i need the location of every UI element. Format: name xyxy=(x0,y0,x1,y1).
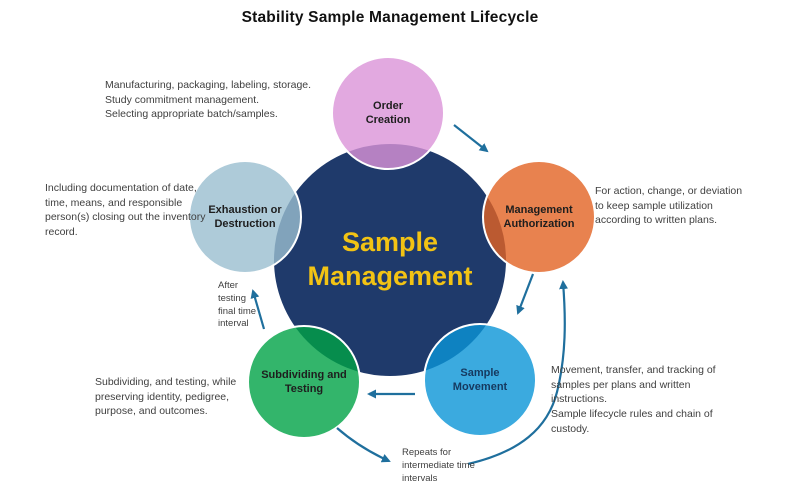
annotation-management-authorization: For action, change, or deviation to keep… xyxy=(595,185,743,227)
stage-circle-exhaustion-or-destruction: Exhaustion or Destruction xyxy=(188,160,302,274)
annotation-sample-movement: Movement, transfer, and tracking of samp… xyxy=(551,364,716,435)
flow-label-repeats: Repeats for intermediate time intervals xyxy=(402,447,475,484)
stage-label-subdividing-and-testing: Subdividing and Testing xyxy=(261,368,347,395)
diagram-title: Stability Sample Management Lifecycle xyxy=(241,9,539,26)
stage-circle-subdividing-and-testing: Subdividing and Testing xyxy=(247,325,361,439)
annotation-subdividing-testing: Subdividing, and testing, while preservi… xyxy=(95,376,237,418)
stage-label-management-authorization: Management Authorization xyxy=(503,203,575,230)
annotation-exhaustion-destruction: Including documentation of date, time, m… xyxy=(45,182,206,239)
stage-label-order-creation: Order Creation xyxy=(365,99,411,126)
flow-label-after-testing: After testing final time interval xyxy=(218,280,257,330)
arrow-loop-to-management-icon xyxy=(467,280,569,466)
stage-circle-management-authorization: Management Authorization xyxy=(482,160,596,274)
arrow-subdividing-to-exhaustion-icon xyxy=(250,289,266,330)
arrow-order-to-management-icon xyxy=(453,124,489,153)
arrow-subdividing-to-loop-icon xyxy=(336,427,391,463)
annotation-order-creation: Manufacturing, packaging, labeling, stor… xyxy=(105,79,312,121)
stage-label-sample-movement: Sample Movement xyxy=(452,366,508,393)
stage-circle-order-creation: Order Creation xyxy=(331,56,445,170)
arrow-management-to-movement-icon xyxy=(516,273,535,315)
center-circle-label: Sample Management xyxy=(307,227,473,291)
stage-circle-sample-movement: Sample Movement xyxy=(423,323,537,437)
stage-label-exhaustion-or-destruction: Exhaustion or Destruction xyxy=(208,203,282,230)
